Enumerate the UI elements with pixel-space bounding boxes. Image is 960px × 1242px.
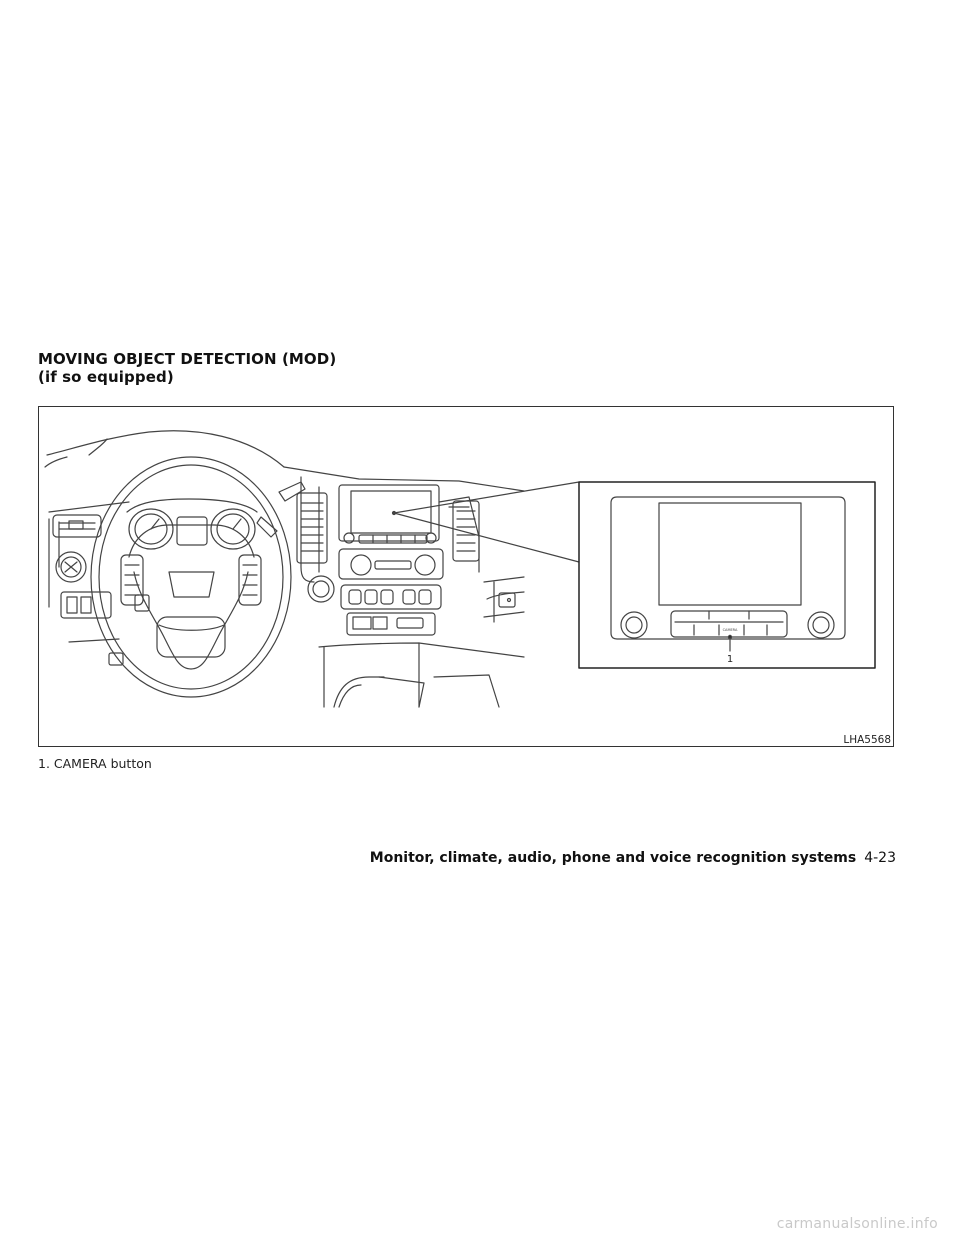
camera-button-label: CAMERA	[723, 628, 738, 632]
left-switch-panel	[60, 591, 124, 666]
callout-leader	[391, 481, 580, 563]
figure-caption: 1. CAMERA button	[38, 756, 152, 771]
section-heading-line-2: (if so equipped)	[38, 368, 174, 386]
section-heading: MOVING OBJECT DETECTION (MOD) (if so equ…	[38, 350, 336, 386]
gauge-cluster	[126, 481, 306, 550]
center-right-vent	[452, 500, 480, 562]
figure-code: LHA5568	[842, 734, 892, 746]
section-heading-line-1: MOVING OBJECT DETECTION (MOD)	[38, 350, 337, 368]
callout-number: 1	[727, 654, 733, 665]
page-footer: Monitor, climate, audio, phone and voice…	[370, 850, 896, 866]
center-left-vent	[296, 492, 328, 564]
left-vent	[52, 514, 102, 538]
watermark: carmanualsonline.info	[776, 1216, 938, 1232]
zoom-inset	[578, 481, 876, 669]
footer-section-title: Monitor, climate, audio, phone and voice…	[369, 850, 857, 866]
page-number: 4-23	[864, 850, 896, 866]
center-stack	[307, 484, 444, 636]
left-knob	[55, 551, 87, 583]
steering-wheel	[90, 456, 292, 698]
center-console	[333, 674, 500, 708]
dashboard-outline	[44, 430, 525, 708]
dashboard-figure: CAMERA 1 LHA5568	[38, 406, 894, 747]
dashboard-illustration: CAMERA 1	[44, 430, 876, 708]
